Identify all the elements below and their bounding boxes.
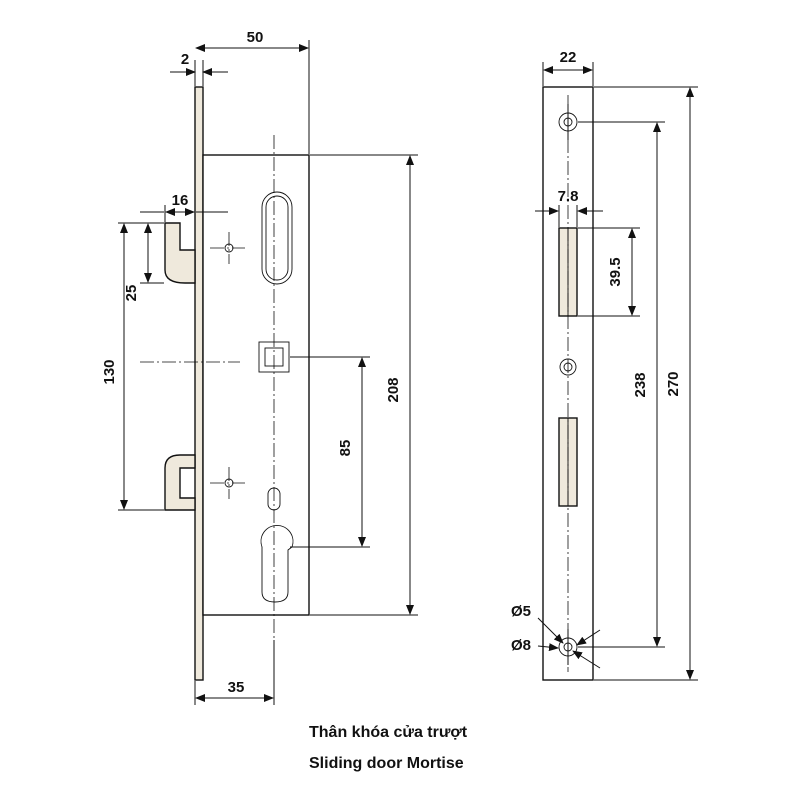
lower-hook xyxy=(164,454,196,511)
upper-hook xyxy=(164,222,196,284)
side-view: 2 50 16 25 130 208 85 35 xyxy=(101,29,418,705)
dim-body-depth: 50 xyxy=(247,29,264,46)
front-view: 22 7.8 39.5 238 270 Ø5 Ø8 xyxy=(511,49,698,681)
dim-hook-width: 16 xyxy=(172,192,189,209)
dim-faceplate-width: 22 xyxy=(560,49,577,66)
upper-slot xyxy=(261,191,293,285)
dim-backset: 35 xyxy=(228,679,245,696)
cylinder-hole xyxy=(260,525,294,603)
dim-hook-slot-height: 39.5 xyxy=(607,257,624,286)
caption-english: Sliding door Mortise xyxy=(309,755,464,772)
faceplate-side xyxy=(194,86,204,681)
dim-hole-large: Ø8 xyxy=(511,637,531,654)
dim-spindle-to-cylinder: 85 xyxy=(337,440,354,457)
lock-case xyxy=(202,154,310,616)
caption-vietnamese: Thân khóa cửa trượt xyxy=(309,724,468,741)
dim-hole-small: Ø5 xyxy=(511,603,531,620)
dim-hook-slot-width: 7.8 xyxy=(558,188,579,205)
dim-body-length: 208 xyxy=(385,377,402,402)
dim-faceplate-length: 270 xyxy=(665,371,682,396)
dim-plate-thickness: 2 xyxy=(181,51,189,68)
dim-screw-hole-spacing: 238 xyxy=(632,372,649,397)
dim-hook-spacing: 130 xyxy=(101,359,118,384)
dim-hook-height: 25 xyxy=(123,285,140,302)
